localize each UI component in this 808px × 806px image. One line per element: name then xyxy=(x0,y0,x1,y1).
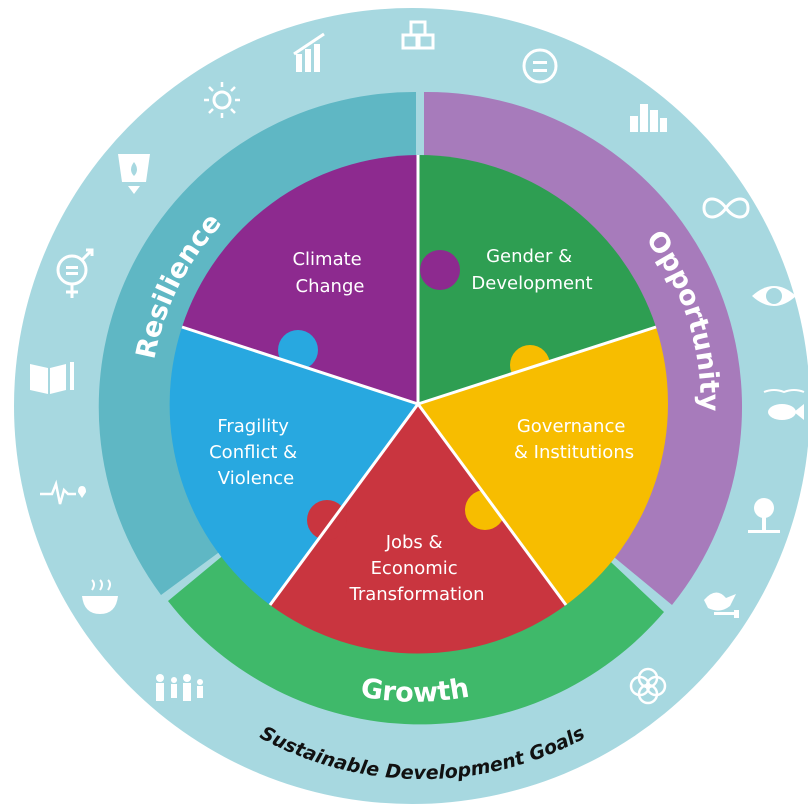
jobs-label: Jobs & Economic Transformation xyxy=(348,532,484,605)
water-icon xyxy=(118,154,150,194)
growth-label: Growth xyxy=(359,673,472,709)
heartbeat-icon xyxy=(40,479,86,505)
climate-label: Climate Change xyxy=(292,249,367,297)
fragility-label: Fragility Conflict & Violence xyxy=(209,416,303,489)
governance-piece xyxy=(418,327,668,605)
sun-icon xyxy=(204,82,240,118)
bowl-icon xyxy=(82,579,118,614)
dove-icon xyxy=(704,592,739,618)
gender-piece xyxy=(418,154,656,404)
city-icon xyxy=(630,104,667,132)
eye-globe-icon xyxy=(752,286,796,306)
gender-label: Gender & Development xyxy=(471,246,592,294)
cubes-icon xyxy=(401,20,435,50)
puzzle-knob xyxy=(420,250,460,290)
infinity-icon xyxy=(702,197,750,219)
gender-icon xyxy=(56,248,94,298)
puzzle-knob xyxy=(510,345,550,385)
book-icon xyxy=(30,362,74,394)
climate-piece xyxy=(182,155,418,404)
puzzle-knob xyxy=(465,490,505,530)
sdg-icons xyxy=(30,20,805,705)
fragility-piece xyxy=(169,327,418,605)
puzzle-knob xyxy=(307,500,347,540)
chart-growth-icon xyxy=(293,32,325,72)
tree-icon xyxy=(748,498,780,533)
flower-icon xyxy=(629,667,667,705)
pie xyxy=(169,154,668,654)
fish-icon xyxy=(763,389,805,420)
puzzle-knob xyxy=(278,330,318,370)
family-icon xyxy=(156,674,203,701)
jobs-piece xyxy=(270,404,566,654)
equality-icon xyxy=(522,48,558,84)
governance-label: Governance & Institutions xyxy=(514,416,634,463)
